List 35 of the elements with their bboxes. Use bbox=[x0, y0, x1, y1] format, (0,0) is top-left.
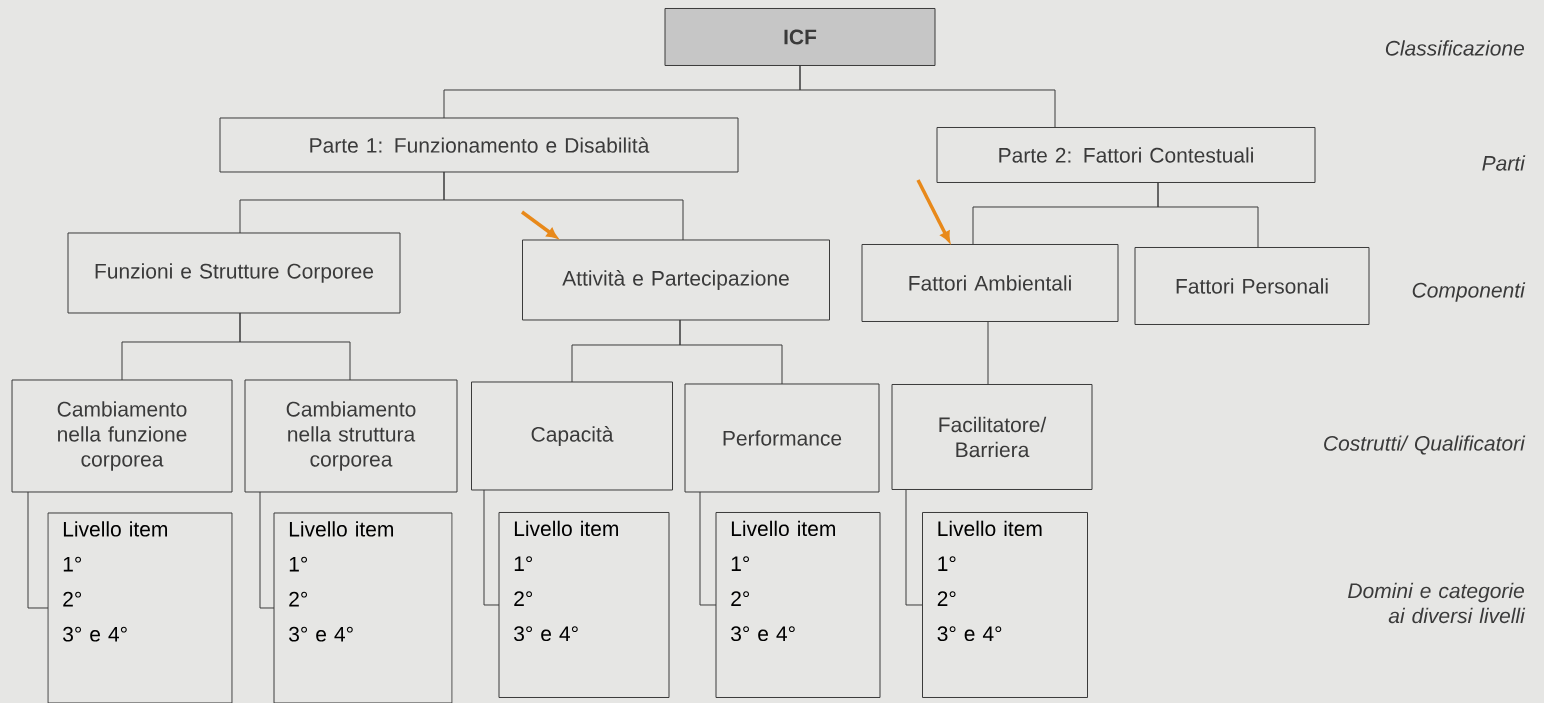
category-box: Attività e Partecipazione bbox=[522, 239, 830, 321]
level-box: Livello item 1° 2° 3° e 4° bbox=[715, 512, 881, 698]
category-box: Parte 2: Fattori Contestuali bbox=[936, 127, 1316, 183]
category-box: Cambiamento nella struttura corporea bbox=[244, 379, 458, 493]
category-box: Funzioni e Strutture Corporee bbox=[67, 232, 401, 314]
category-box: Fattori Ambientali bbox=[861, 244, 1119, 322]
connector-line bbox=[483, 489, 500, 606]
level-label: Componenti bbox=[1412, 282, 1526, 302]
connector-line bbox=[699, 491, 717, 606]
arrow bbox=[916, 179, 951, 242]
connector-line bbox=[443, 171, 684, 241]
category-box: Capacità bbox=[471, 381, 673, 491]
level-box: Livello item 1° 2° 3° e 4° bbox=[273, 512, 453, 703]
level-box: Livello item 1° 2° 3° e 4° bbox=[922, 512, 1088, 698]
level-label: Classificazione bbox=[1385, 40, 1524, 56]
connector-line bbox=[239, 312, 351, 381]
connector-line bbox=[799, 65, 1056, 128]
category-box: Parte 1: Funzionamento e Disabilità bbox=[219, 117, 739, 173]
level-label: Costrutti/ Qualificatori bbox=[1324, 435, 1526, 455]
level-box: Livello item 1° 2° 3° e 4° bbox=[47, 512, 233, 703]
level-box: Livello item 1° 2° 3° e 4° bbox=[498, 512, 670, 698]
arrow bbox=[520, 210, 558, 239]
title-box: ICF bbox=[664, 8, 936, 66]
level-label: Domini e categorie ai diversi livelli bbox=[1348, 582, 1526, 624]
connector-line bbox=[987, 321, 989, 385]
connector-line bbox=[679, 319, 783, 385]
category-box: Performance bbox=[684, 383, 880, 493]
connector-line bbox=[1157, 182, 1259, 248]
category-box: Facilitatore/ Barriera bbox=[891, 384, 1093, 490]
category-box: Fattori Personali bbox=[1134, 247, 1370, 325]
connector-line bbox=[259, 491, 275, 609]
level-label: Parti bbox=[1482, 155, 1526, 171]
category-box: Cambiamento nella funzione corporea bbox=[11, 379, 233, 493]
connector-line bbox=[905, 489, 923, 606]
connector-line bbox=[27, 491, 49, 609]
